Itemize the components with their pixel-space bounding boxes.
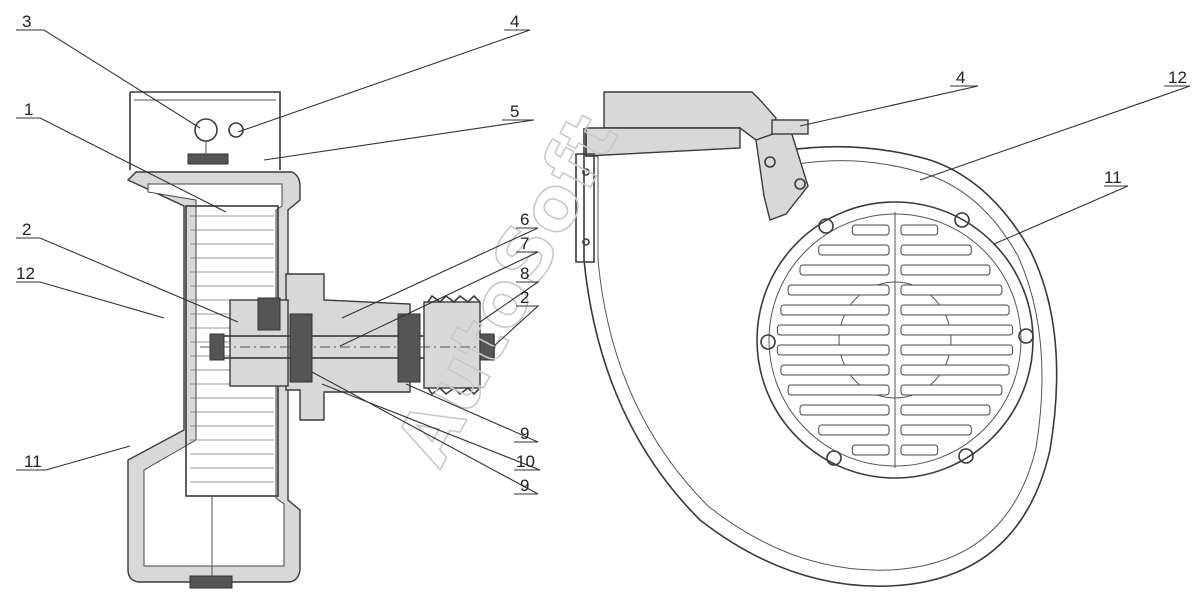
grille-bar <box>900 364 1010 376</box>
grille-bar <box>787 384 890 396</box>
callout-11-right: 11 <box>1104 168 1122 187</box>
grille-bar <box>900 244 972 256</box>
callout-4-right: 4 <box>956 68 965 87</box>
grille-bar <box>900 324 1014 336</box>
grille-bar <box>900 304 1010 316</box>
callout-11-left: 11 <box>24 452 42 471</box>
grille-bar <box>900 384 1003 396</box>
callout-labels: 3 4 1 5 2 12 6 7 8 2 11 9 10 9 4 12 11 <box>16 12 1187 495</box>
grille-bar <box>900 404 991 416</box>
callout-10: 10 <box>516 452 535 471</box>
grille-bar <box>776 324 890 336</box>
fitting-knob <box>194 118 218 142</box>
callout-2-right: 2 <box>520 288 529 307</box>
right-front-view <box>575 91 1058 588</box>
grille-bar <box>780 364 890 376</box>
grille <box>756 201 1034 479</box>
callout-5: 5 <box>510 102 519 121</box>
scroll-casing <box>583 128 1058 588</box>
bearing-left <box>289 313 313 383</box>
grille-bar <box>799 264 890 276</box>
grille-bar <box>818 424 890 436</box>
callout-9-upper: 9 <box>520 424 529 443</box>
grille-bar <box>900 444 939 456</box>
callout-1: 1 <box>24 100 33 119</box>
grille-bar <box>787 284 890 296</box>
callout-12-left: 12 <box>16 264 35 283</box>
grille-bar <box>851 444 890 456</box>
latch <box>755 127 809 221</box>
grille-bar <box>799 404 890 416</box>
callout-6: 6 <box>520 210 529 229</box>
grille-bar <box>900 264 991 276</box>
callout-4-left: 4 <box>510 12 519 31</box>
grille-bar <box>780 304 890 316</box>
grille-bar <box>900 424 972 436</box>
callout-9-lower: 9 <box>520 476 529 495</box>
grille-bar <box>776 344 890 356</box>
left-section-view <box>126 91 500 589</box>
grille-bar <box>900 284 1003 296</box>
callout-3: 3 <box>22 12 31 31</box>
grille-bar <box>900 224 939 236</box>
bearing-right <box>397 313 421 383</box>
callout-12-right: 12 <box>1168 68 1187 87</box>
leader-lines <box>16 29 1191 495</box>
callout-7: 7 <box>520 234 529 253</box>
callout-8: 8 <box>520 264 529 283</box>
pulley <box>423 294 481 396</box>
grille-bar <box>818 244 890 256</box>
grille-bar <box>851 224 890 236</box>
callout-2-left: 2 <box>22 220 31 239</box>
grille-bar <box>900 344 1014 356</box>
